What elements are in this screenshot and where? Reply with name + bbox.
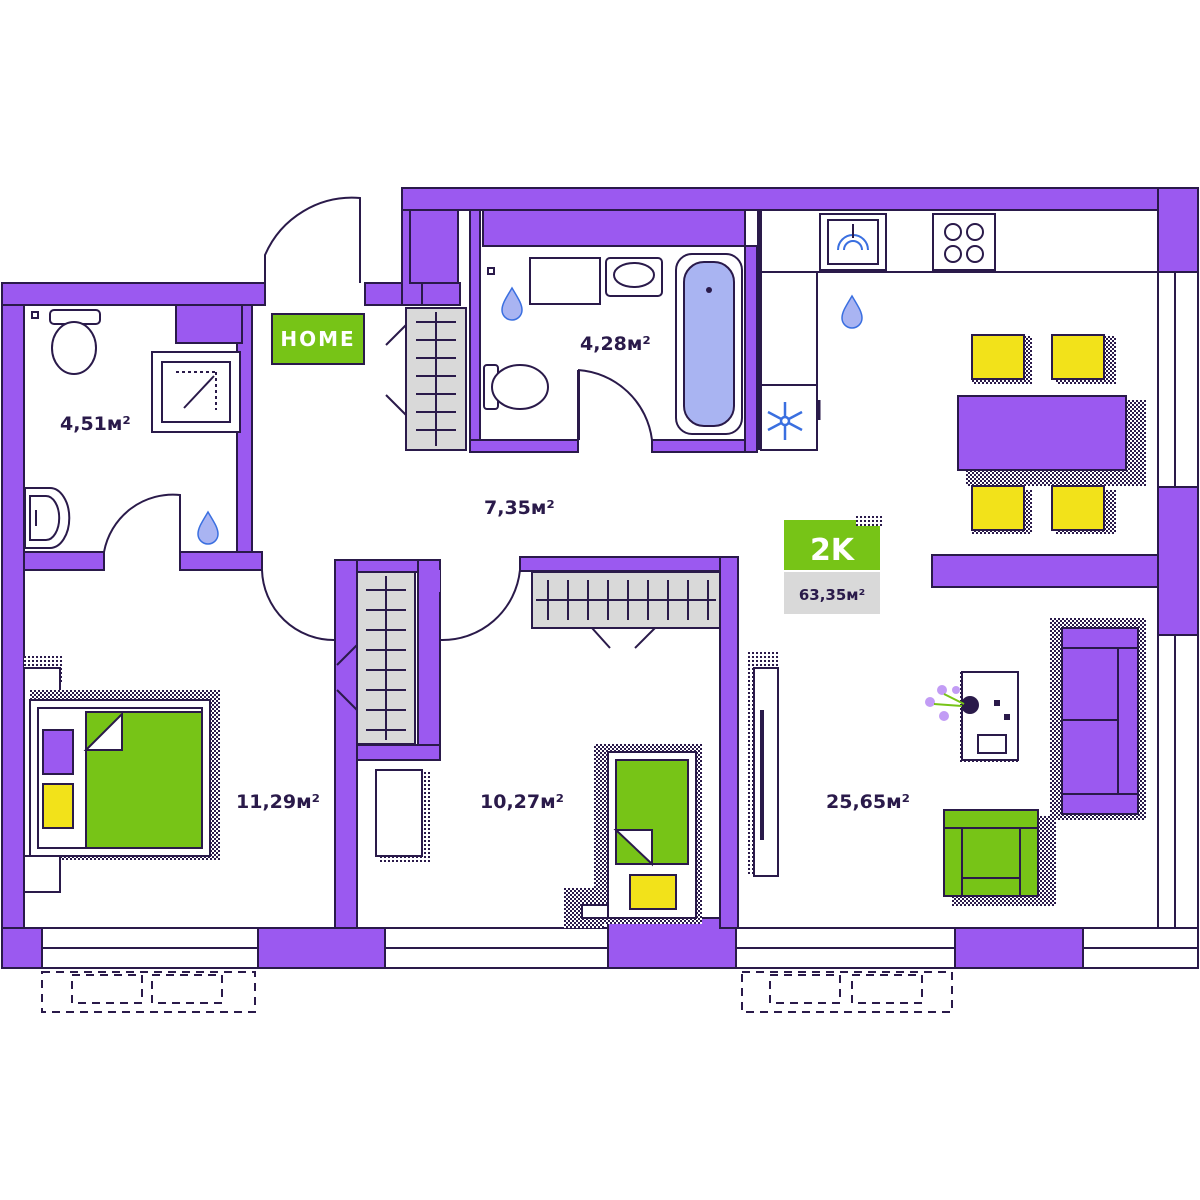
bathtub-icon	[675, 253, 743, 435]
walls	[1, 187, 1199, 969]
home-logo: HOME	[271, 313, 365, 365]
balcony-outline	[41, 971, 953, 1013]
snowflake-icon	[767, 402, 803, 440]
sink-icon	[24, 487, 71, 549]
apartment-badge: 2K 63,35м²	[784, 516, 884, 614]
toilet-icon	[31, 309, 101, 375]
kitchen	[760, 209, 1159, 451]
hall-wardrobe-2	[336, 571, 416, 745]
room-area-bathroom: 4,51м²	[60, 413, 131, 435]
apartment-type: 2K	[810, 533, 856, 568]
apartment-total-area: 63,35м²	[799, 586, 865, 604]
sink-icon	[605, 257, 663, 297]
toilet-icon	[483, 267, 549, 410]
water-drop-icon	[841, 294, 863, 329]
kids-furniture	[375, 744, 702, 928]
water-drop-icon	[501, 286, 523, 321]
hall-wardrobe	[385, 307, 467, 451]
wc-fixtures	[483, 253, 743, 435]
stove-icon	[932, 213, 996, 271]
room-area-living: 25,65м²	[826, 791, 910, 813]
flower-icon	[925, 685, 979, 721]
home-logo-text: HOME	[280, 327, 355, 351]
room-area-bedroom: 11,29м²	[236, 791, 320, 813]
room-area-hall: 7,35м²	[484, 497, 555, 519]
room-labels: 4,51м² 4,28м² 7,35м² 11,29м² 10,27м² 25,…	[60, 333, 910, 813]
room-area-wc: 4,28м²	[580, 333, 651, 355]
sink-icon	[819, 213, 887, 271]
shower-icon	[151, 351, 241, 433]
dining-set	[957, 334, 1146, 534]
kids-wardrobe	[531, 571, 721, 649]
bedroom-furniture	[23, 656, 220, 893]
water-drop-icon	[197, 510, 219, 545]
doors	[103, 196, 653, 642]
living-furniture	[746, 618, 1146, 906]
bathroom-fixtures	[24, 309, 241, 549]
room-area-kids: 10,27м²	[480, 791, 564, 813]
